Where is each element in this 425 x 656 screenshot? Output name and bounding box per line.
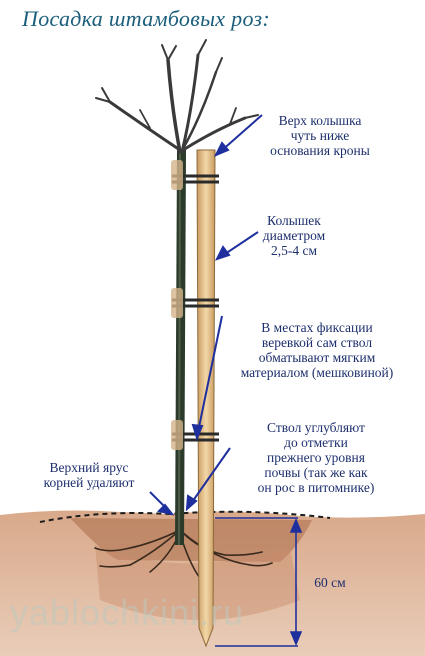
label-trunk-depth: Ствол углубляют до отметки прежнего уров… <box>257 420 375 495</box>
label-wrapping: В местах фиксации веревкой сам ствол обм… <box>240 320 394 380</box>
pointer-arrows <box>149 114 263 516</box>
depth-measure <box>215 517 303 647</box>
label-stake-top: Верх колышка чуть ниже основания кроны <box>270 113 370 158</box>
burlap-wraps <box>171 160 183 450</box>
crown-branches <box>95 39 259 154</box>
label-upper-roots: Верхний ярус корней удаляют <box>43 460 135 490</box>
diagram-title: Посадка штамбовых роз: <box>22 6 270 31</box>
trunk <box>175 150 186 545</box>
label-stake-diameter: Колышек диаметром 2,5-4 см <box>262 213 326 258</box>
watermark: yablochkini.ru <box>10 592 245 633</box>
label-depth: 60 см <box>314 575 346 590</box>
